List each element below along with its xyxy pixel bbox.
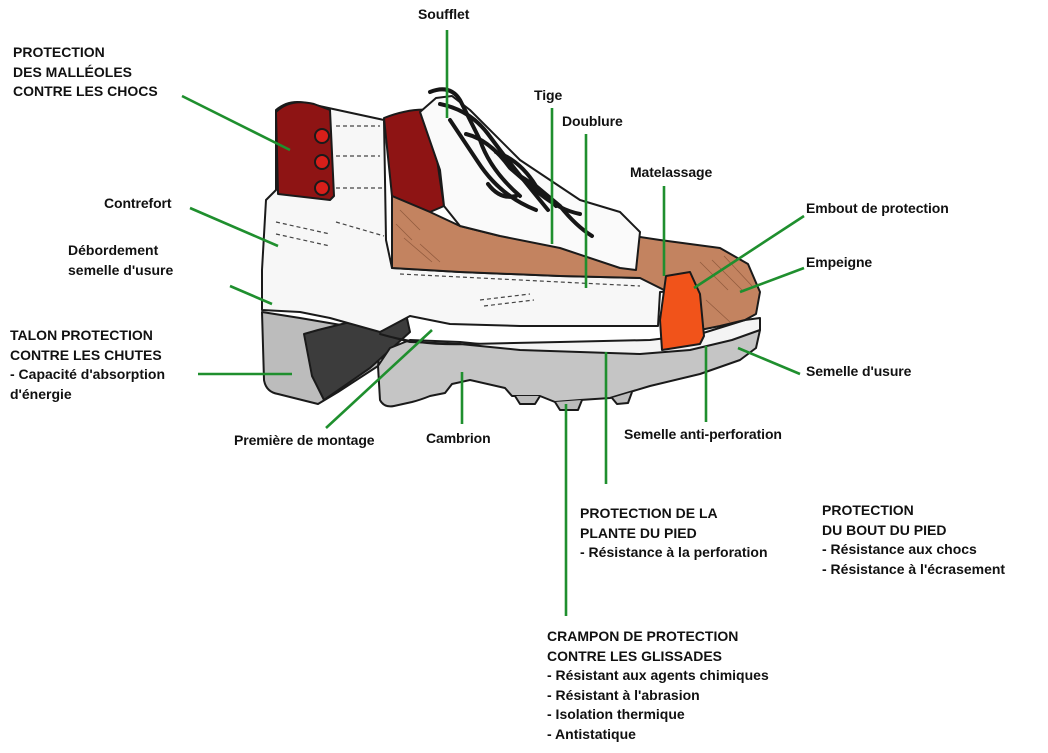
label-line: DU BOUT DU PIED	[822, 521, 947, 538]
label-talon: TALON PROTECTION CONTRE LES CHUTES - Cap…	[10, 326, 165, 404]
label-cambrion: Cambrion	[426, 430, 491, 446]
label-crampon: CRAMPON DE PROTECTION CONTRE LES GLISSAD…	[547, 627, 769, 744]
upper-body	[261, 101, 701, 333]
label-contrefort: Contrefort	[104, 195, 172, 211]
label-line: PROTECTION	[13, 44, 105, 60]
leader-malleoles	[181, 94, 291, 152]
label-line: PROTECTION	[822, 502, 914, 518]
label-line: - Résistant à l'abrasion	[547, 686, 700, 703]
label-line: PROTECTION DE LA	[580, 505, 718, 521]
stitching	[275, 125, 641, 307]
label-line: - Résistance à la perforation	[580, 544, 768, 560]
eyelet	[314, 128, 330, 144]
label-line: - Résistance à l'écrasement	[822, 560, 1006, 577]
leader-semelle-usure	[737, 346, 801, 376]
leader-contrefort	[189, 206, 279, 248]
leader-debordement	[229, 284, 273, 306]
label-line: - Résistant aux agents chimiques	[547, 667, 769, 683]
label-doublure: Doublure	[562, 113, 623, 129]
label-line: semelle d'usure	[68, 261, 174, 278]
laces	[428, 87, 594, 238]
label-line: Débordement	[68, 242, 159, 258]
leader-lines	[181, 30, 805, 616]
label-embout: Embout de protection	[806, 200, 949, 216]
boot-illustration	[261, 87, 761, 411]
label-line: - Isolation thermique	[547, 706, 685, 722]
leader-premiere	[325, 329, 433, 429]
label-line: DES MALLÉOLES	[13, 63, 133, 80]
sole-cleat	[554, 399, 583, 411]
sole-cleat	[611, 391, 633, 405]
label-line: - Résistance aux chocs	[822, 541, 977, 557]
ankle-collar	[275, 101, 335, 201]
label-matelassage: Matelassage	[630, 164, 713, 180]
label-premiere: Première de montage	[234, 432, 375, 448]
label-soufflet: Soufflet	[418, 6, 470, 22]
label-line: CONTRE LES CHOCS	[13, 83, 158, 99]
label-line: CRAMPON DE PROTECTION	[547, 628, 739, 644]
hatching	[395, 209, 753, 323]
label-line: - Capacité d'absorption	[10, 366, 166, 382]
leader-embout	[693, 214, 805, 290]
label-line: PLANTE DU PIED	[580, 524, 697, 541]
label-line: TALON PROTECTION	[10, 327, 153, 343]
label-line: CONTRE LES GLISSADES	[547, 647, 723, 664]
label-semelle-usure: Semelle d'usure	[806, 363, 912, 379]
eyelet	[314, 180, 330, 196]
label-line: - Antistatique	[547, 725, 636, 742]
label-plante: PROTECTION DE LA PLANTE DU PIED - Résist…	[580, 504, 768, 563]
label-tige: Tige	[534, 87, 563, 103]
label-semelle-anti: Semelle anti-perforation	[624, 426, 782, 442]
label-debordement: Débordement semelle d'usure	[68, 241, 173, 280]
sole-cleat	[514, 395, 541, 405]
toe-cap	[659, 271, 705, 351]
label-line: CONTRE LES CHUTES	[10, 346, 162, 363]
leader-empeigne	[739, 266, 805, 294]
label-empeigne: Empeigne	[806, 254, 873, 270]
label-malleoles: PROTECTION DES MALLÉOLES CONTRE LES CHOC…	[13, 43, 158, 102]
label-bout: PROTECTION DU BOUT DU PIED - Résistance …	[822, 501, 1005, 579]
eyelet	[314, 154, 330, 170]
label-line: d'énergie	[10, 385, 72, 402]
